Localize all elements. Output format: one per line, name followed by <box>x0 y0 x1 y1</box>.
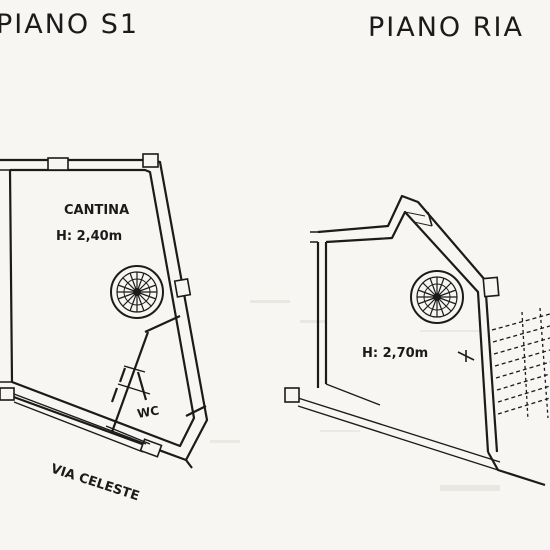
window-top <box>47 157 69 171</box>
room-name-cantina: CANTINA <box>64 203 129 218</box>
street-label: VIA CELESTE <box>49 462 141 505</box>
plan-ria-outer-wall <box>317 194 499 453</box>
column-ria-right <box>482 276 500 298</box>
column-right <box>173 277 192 298</box>
scan-noise <box>210 300 500 491</box>
level-marker-icon <box>457 350 475 362</box>
external-stair <box>491 307 550 421</box>
spiral-stair-ria <box>410 270 464 324</box>
plan-ria: H: 2,70m <box>284 194 550 487</box>
room-height-cantina: H: 2,40m <box>56 229 122 244</box>
wc-partition <box>105 314 207 445</box>
header-piano-ria: PIANO RIA <box>368 12 524 43</box>
room-height-ria: H: 2,70m <box>362 346 428 361</box>
plan-s1: CANTINA H: 2,40m WC VIA CELESTE <box>0 153 209 505</box>
wc-label: WC <box>136 403 160 421</box>
column-top-right <box>142 153 159 168</box>
header-piano-s1: PIANO S1 <box>0 9 139 40</box>
column-ria-bottom-left <box>284 387 300 403</box>
spiral-stair-s1 <box>110 265 164 319</box>
column-bottom-left <box>0 387 15 401</box>
